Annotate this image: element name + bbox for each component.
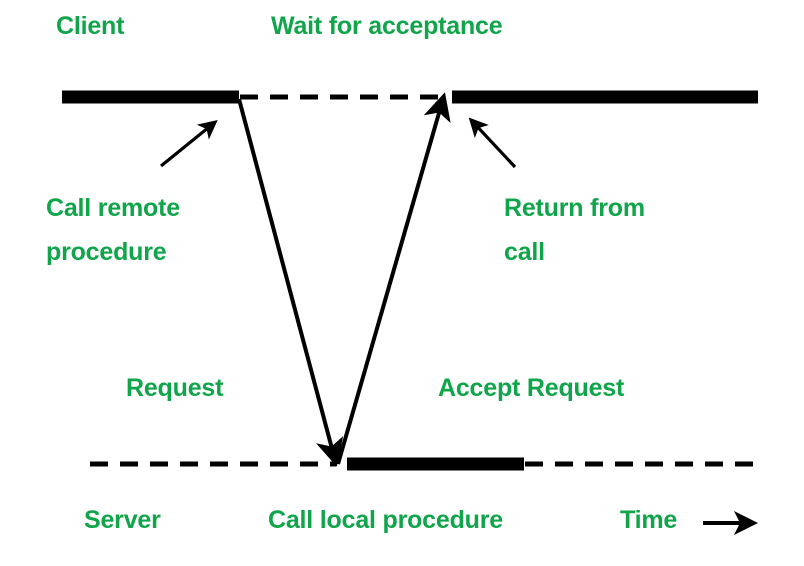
call-remote-procedure-label-line1: Call remote	[46, 194, 180, 222]
accept-request-message-arrow	[336, 92, 451, 465]
accept-request-label: Accept Request	[438, 374, 625, 402]
call-local-procedure-label: Call local procedure	[268, 506, 503, 534]
call-remote-procedure-label-line2: procedure	[46, 238, 167, 266]
time-axis-label: Time	[620, 506, 678, 534]
return-from-call-label-line1: Return from	[504, 194, 645, 222]
call-remote-procedure-pointer-arrow	[159, 119, 218, 168]
request-message-arrow	[237, 98, 344, 467]
wait-for-acceptance-label: Wait for acceptance	[271, 12, 503, 40]
return-from-call-pointer-arrow	[468, 117, 517, 169]
client-label: Client	[56, 12, 125, 40]
server-label: Server	[84, 506, 161, 534]
request-label: Request	[126, 374, 224, 402]
return-from-call-label-line2: call	[504, 238, 545, 266]
